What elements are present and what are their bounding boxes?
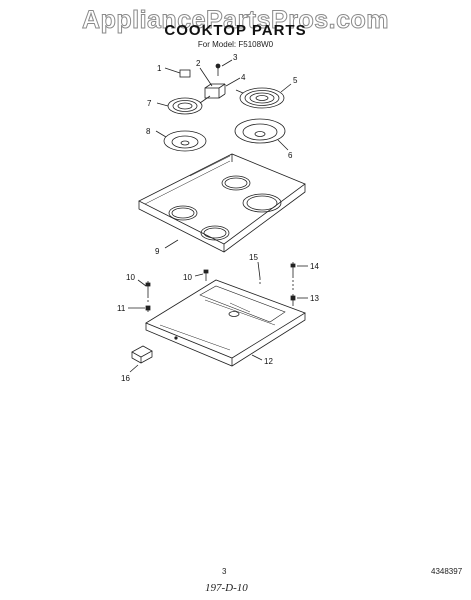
callout-1: 1 xyxy=(157,64,162,73)
callout-8: 8 xyxy=(146,127,151,136)
callout-11: 11 xyxy=(117,304,126,313)
handwritten-note: 197-D-10 xyxy=(205,582,248,594)
callout-4: 4 xyxy=(241,73,246,82)
callout-9: 9 xyxy=(155,247,160,256)
callout-2: 2 xyxy=(196,59,201,68)
part-7-small-element xyxy=(156,95,211,115)
callout-12: 12 xyxy=(264,357,273,366)
reference-code: 4348397 xyxy=(431,567,463,576)
model-label: For Model: F5108W0 xyxy=(197,40,274,49)
part-5-large-element xyxy=(235,83,292,109)
callout-5: 5 xyxy=(293,76,298,85)
part-9-cooktop xyxy=(138,153,306,253)
part-13-14-screws xyxy=(290,262,308,306)
part-10-11-screws xyxy=(128,279,151,312)
watermark-text: AppliancePartsPros.com xyxy=(82,6,389,35)
callout-3: 3 xyxy=(233,53,238,62)
callout-15: 15 xyxy=(249,253,258,262)
part-8-small-drip-bowl xyxy=(155,130,207,152)
part-2-receptacle xyxy=(199,67,241,99)
diagram-title: COOKTOP PARTS xyxy=(164,22,307,39)
callout-10-left: 10 xyxy=(126,273,135,282)
callout-10-center: 10 xyxy=(183,273,192,282)
page-number: 3 xyxy=(222,567,227,576)
part-16-bracket xyxy=(129,345,153,373)
callout-6: 6 xyxy=(288,151,293,160)
part-3-screw xyxy=(215,59,233,76)
callout-14: 14 xyxy=(310,262,319,271)
part-15-screw xyxy=(257,261,261,285)
part-1-clip xyxy=(164,67,191,78)
part-10-screw-center xyxy=(194,269,209,281)
callout-16: 16 xyxy=(121,374,130,383)
callout-13: 13 xyxy=(310,294,319,303)
callout-7: 7 xyxy=(147,99,152,108)
part-12-bottom-pan xyxy=(145,279,306,367)
part-6-large-drip-bowl xyxy=(234,118,289,151)
